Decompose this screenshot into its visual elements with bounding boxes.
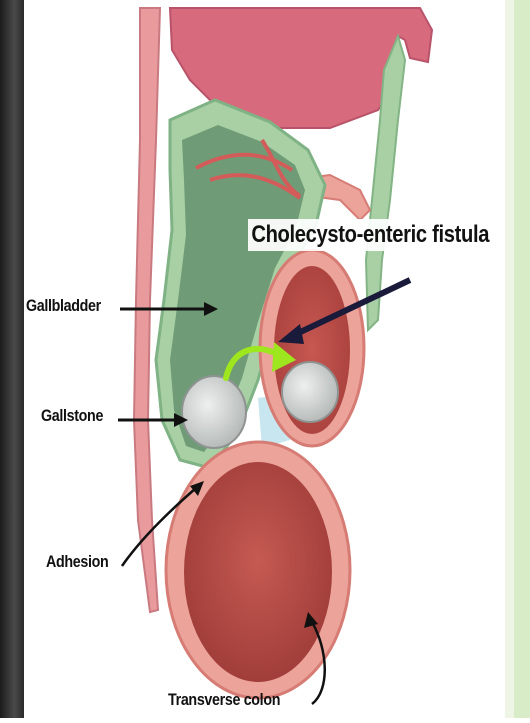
gallstone-label: Gallstone xyxy=(41,406,103,426)
transverse-colon-lumen xyxy=(184,462,332,682)
gallstone-in-gallbladder xyxy=(182,376,246,448)
right-green-panel xyxy=(512,0,530,718)
left-xray-strip xyxy=(0,0,24,718)
adhesion-label: Adhesion xyxy=(46,552,108,572)
fistula-label: Cholecysto-enteric fistula xyxy=(248,219,492,251)
transverse-colon-label: Transverse colon xyxy=(168,690,280,710)
gallbladder-label: Gallbladder xyxy=(26,296,101,316)
gallstone-in-bowel xyxy=(282,362,338,422)
